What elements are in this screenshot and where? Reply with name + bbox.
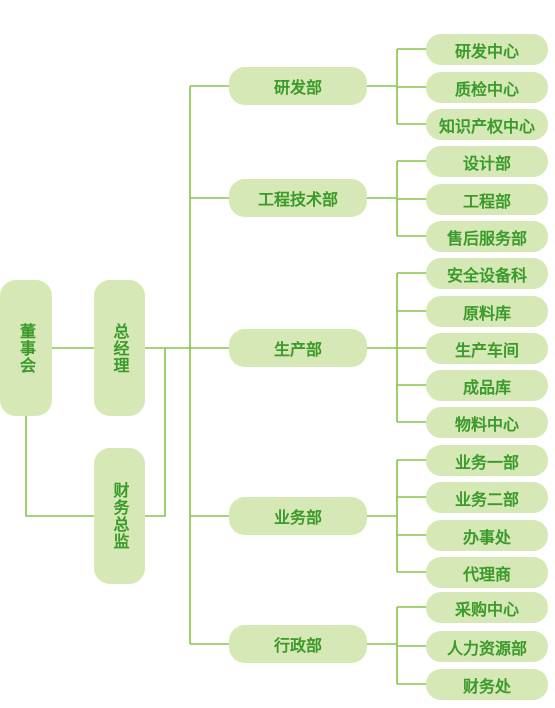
unit-label: 业务一部 <box>454 452 519 472</box>
unit-node: 业务二部 <box>426 482 548 513</box>
general-manager-label: 总经理 <box>110 322 130 374</box>
unit-label: 安全设备科 <box>446 265 527 285</box>
unit-node: 采购中心 <box>426 592 548 623</box>
unit-node: 研发中心 <box>426 34 548 65</box>
unit-label: 售后服务部 <box>446 228 527 248</box>
dept-production-label: 生产部 <box>273 340 322 359</box>
dept-business-node: 业务部 <box>229 497 367 535</box>
cfo-label: 财务总监 <box>110 482 130 550</box>
unit-node: 售后服务部 <box>426 221 548 252</box>
dept-rd-node: 研发部 <box>229 67 367 105</box>
board-label: 董事会 <box>17 322 36 374</box>
unit-label: 知识产权中心 <box>438 116 535 136</box>
dept-engineering-node: 工程技术部 <box>229 179 367 217</box>
unit-node: 原料库 <box>426 296 548 327</box>
unit-label: 生产车间 <box>454 340 519 360</box>
unit-node: 生产车间 <box>426 333 548 364</box>
dept-engineering-label: 工程技术部 <box>257 190 338 209</box>
dept-rd-label: 研发部 <box>273 78 322 97</box>
dept-production-node: 生产部 <box>229 329 367 367</box>
unit-node: 工程部 <box>426 184 548 215</box>
unit-node: 业务一部 <box>426 445 548 476</box>
unit-label: 研发中心 <box>454 41 519 61</box>
unit-node: 安全设备科 <box>426 258 548 289</box>
unit-label: 人力资源部 <box>446 638 527 658</box>
unit-node: 成品库 <box>426 370 548 401</box>
unit-label: 采购中心 <box>454 599 519 619</box>
unit-label: 代理商 <box>462 564 511 584</box>
board-node: 董事会 <box>0 280 52 416</box>
unit-node: 设计部 <box>426 146 548 177</box>
unit-node: 财务处 <box>426 669 548 700</box>
unit-label: 财务处 <box>462 676 511 696</box>
dept-business-label: 业务部 <box>273 508 322 527</box>
unit-node: 物料中心 <box>426 407 548 438</box>
general-manager-node: 总经理 <box>94 280 145 416</box>
unit-label: 物料中心 <box>454 414 519 434</box>
unit-label: 成品库 <box>462 377 511 397</box>
cfo-node: 财务总监 <box>94 448 145 584</box>
unit-label: 质检中心 <box>454 79 519 99</box>
dept-admin-node: 行政部 <box>229 625 367 663</box>
unit-node: 知识产权中心 <box>426 109 548 140</box>
unit-label: 工程部 <box>462 191 511 211</box>
unit-label: 办事处 <box>462 527 511 547</box>
unit-label: 原料库 <box>462 303 511 323</box>
unit-node: 人力资源部 <box>426 631 548 662</box>
unit-node: 办事处 <box>426 520 548 551</box>
dept-admin-label: 行政部 <box>273 636 322 655</box>
unit-label: 设计部 <box>462 153 511 173</box>
unit-node: 代理商 <box>426 557 548 588</box>
unit-label: 业务二部 <box>454 489 519 509</box>
unit-node: 质检中心 <box>426 72 548 103</box>
